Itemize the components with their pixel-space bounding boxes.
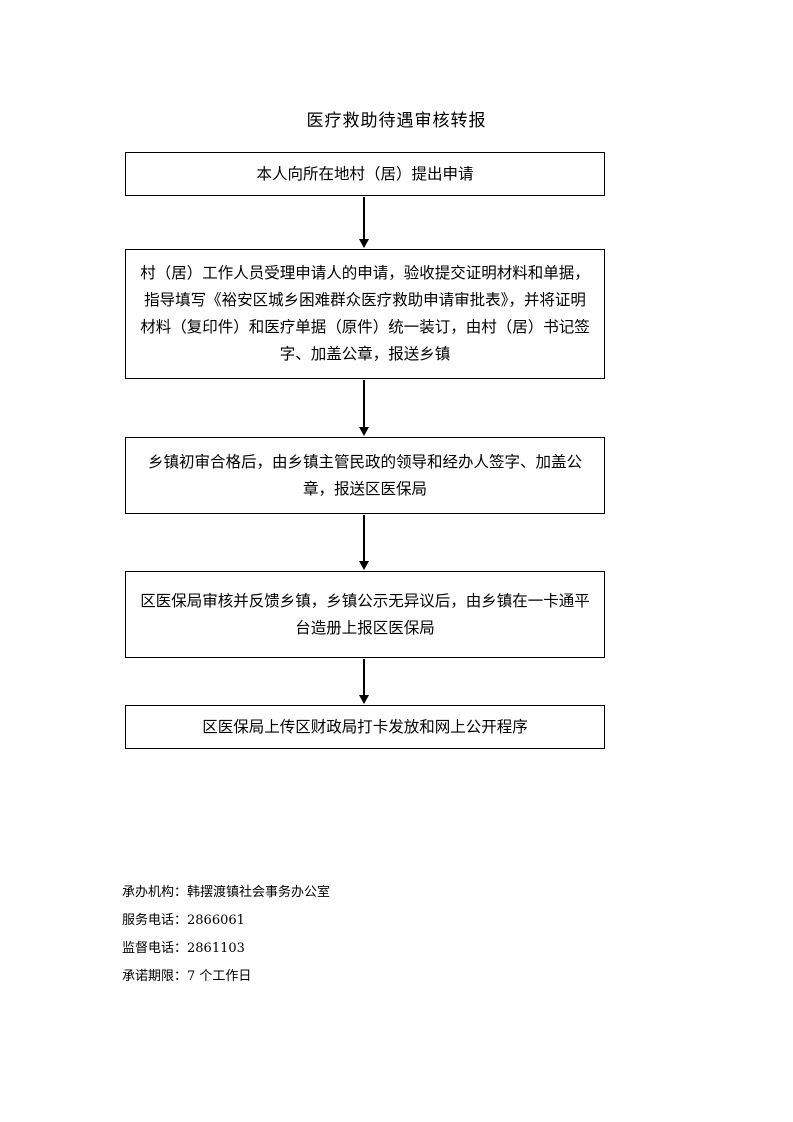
page-title: 医疗救助待遇审核转报: [306, 111, 487, 131]
flow-step-text: 区医保局审核并反馈乡镇，乡镇公示无异议后，由乡镇在一卡通平台造册上报区医保局: [140, 591, 590, 637]
down-arrow-icon: [359, 380, 369, 436]
flow-step-bureau-review: 区医保局审核并反馈乡镇，乡镇公示无异议后，由乡镇在一卡通平台造册上报区医保局: [125, 571, 605, 658]
flow-step-text: 乡镇初审合格后，由乡镇主管民政的领导和经办人签字、加盖公章，报送区医保局: [147, 452, 582, 498]
down-arrow-icon: [359, 659, 369, 704]
flow-step-text: 本人向所在地村（居）提出申请: [256, 164, 474, 183]
down-arrow-icon: [359, 197, 369, 248]
footer-agency: 承办机构：韩摆渡镇社会事务办公室: [122, 885, 331, 900]
footer-commitment-period: 承诺期限：7 个工作日: [122, 969, 252, 984]
flow-step-village-accept: 村（居）工作人员受理申请人的申请，验收提交证明材料和单据，指导填写《裕安区城乡困…: [125, 249, 605, 379]
footer-service-phone: 服务电话：2866061: [122, 913, 245, 928]
flow-step-text: 村（居）工作人员受理申请人的申请，验收提交证明材料和单据，指导填写《裕安区城乡困…: [140, 264, 590, 363]
flow-step-disbursement: 区医保局上传区财政局打卡发放和网上公开程序: [125, 705, 605, 749]
flow-step-township-review: 乡镇初审合格后，由乡镇主管民政的领导和经办人签字、加盖公章，报送区医保局: [125, 437, 605, 514]
flow-step-apply: 本人向所在地村（居）提出申请: [125, 152, 605, 196]
down-arrow-icon: [359, 515, 369, 570]
footer-supervision-phone: 监督电话：2861103: [122, 941, 245, 956]
flow-step-text: 区医保局上传区财政局打卡发放和网上公开程序: [202, 717, 528, 736]
